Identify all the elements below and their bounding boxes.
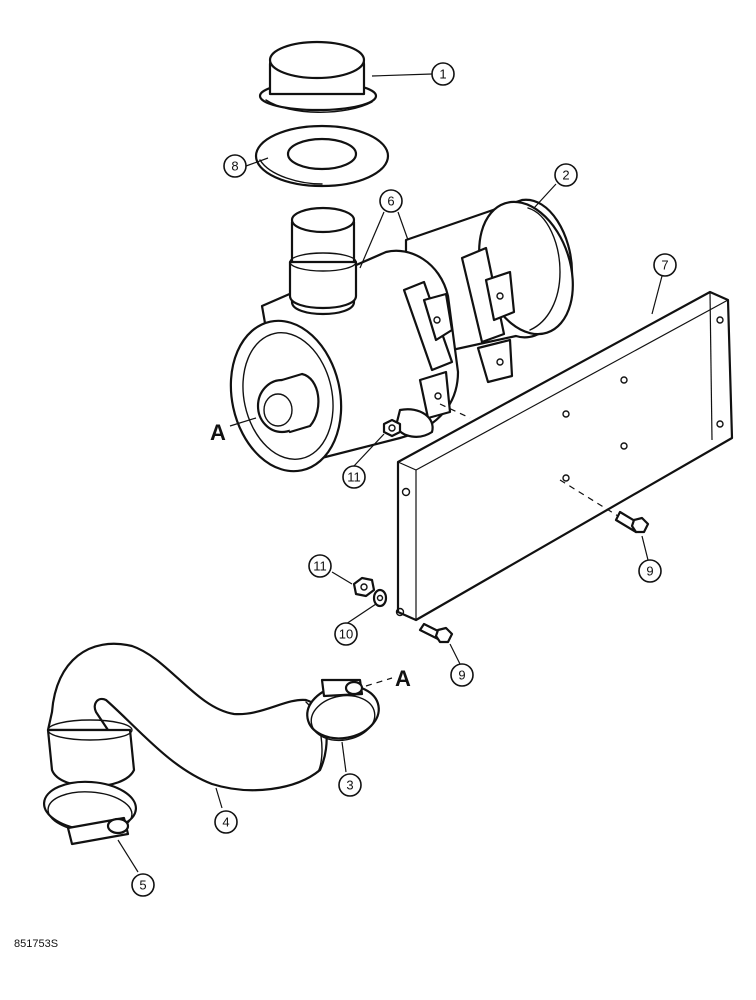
svg-text:11: 11 — [313, 559, 327, 574]
callout-8: 8 — [223, 154, 247, 178]
leader-11b — [331, 571, 353, 585]
callout-1: 1 — [431, 62, 455, 86]
callout-6: 6 — [379, 189, 403, 213]
leader-4 — [215, 787, 223, 809]
leader-11a — [353, 433, 385, 467]
leader-6a — [359, 211, 385, 269]
svg-text:2: 2 — [562, 168, 569, 183]
leader-10 — [345, 603, 377, 625]
svg-text:3: 3 — [346, 778, 353, 793]
air-cleaner-body — [229, 198, 574, 473]
svg-text:5: 5 — [139, 878, 146, 893]
elbow-hose — [46, 642, 328, 792]
rain-cap — [258, 40, 378, 113]
leader-a-top — [229, 417, 257, 427]
leader-5 — [117, 839, 139, 873]
nut-lower — [352, 576, 376, 598]
callout-7: 7 — [653, 253, 677, 277]
svg-text:10: 10 — [339, 627, 353, 642]
hose-clamp-3 — [306, 678, 380, 742]
leader-6b — [397, 211, 409, 241]
callout-10: 10 — [334, 622, 358, 646]
callout-5: 5 — [131, 873, 155, 897]
callout-2: 2 — [554, 163, 578, 187]
alignment-line-plate — [439, 403, 471, 419]
callout-9-lower: 9 — [450, 663, 474, 687]
callout-9-upper: 9 — [638, 559, 662, 583]
svg-text:7: 7 — [661, 258, 668, 273]
leader-3 — [341, 741, 347, 773]
leader-2 — [533, 183, 557, 209]
mounting-plate — [395, 290, 734, 622]
alignment-line-bolt-upper — [559, 479, 619, 517]
connector-label-a-top: A — [210, 420, 226, 445]
svg-text:6: 6 — [387, 194, 394, 209]
figure-reference: 851753S — [14, 938, 58, 950]
svg-text:8: 8 — [231, 159, 238, 174]
leader-7 — [651, 275, 663, 315]
gasket-ring — [254, 124, 390, 188]
leader-1 — [371, 73, 433, 77]
nut-upper — [382, 418, 402, 438]
callout-11-lower: 11 — [308, 554, 332, 578]
washer-lower — [372, 588, 388, 608]
connector-label-a-bottom: A — [395, 666, 411, 691]
svg-text:9: 9 — [646, 564, 653, 579]
callout-11-upper: 11 — [342, 465, 366, 489]
svg-text:9: 9 — [458, 668, 465, 683]
leader-8 — [245, 157, 269, 167]
bolt-upper — [614, 510, 650, 534]
svg-text:11: 11 — [347, 470, 361, 485]
alignment-line-a-bottom — [365, 677, 393, 687]
svg-text:4: 4 — [222, 815, 229, 830]
hose-clamp-5 — [42, 780, 138, 846]
callout-3: 3 — [338, 773, 362, 797]
leader-9a — [641, 535, 649, 561]
bolt-lower — [418, 622, 454, 644]
svg-text:1: 1 — [439, 67, 446, 82]
callout-4: 4 — [214, 810, 238, 834]
leader-9b — [449, 643, 461, 665]
